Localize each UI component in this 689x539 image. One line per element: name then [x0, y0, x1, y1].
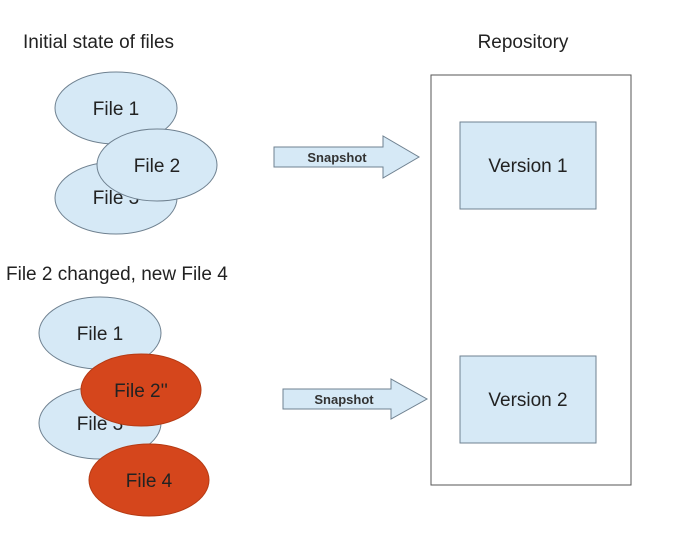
bottom-file-2-changed: File 2''	[80, 353, 202, 427]
bottom-snapshot-arrow-shape	[282, 378, 429, 420]
bottom-file-4-label: File 4	[126, 471, 173, 492]
version-1-label: Version 1	[488, 156, 567, 177]
top-file-1: File 1	[54, 71, 178, 145]
top-file-1-label: File 1	[93, 99, 139, 120]
bottom-snapshot-arrow: Snapshot	[282, 378, 429, 420]
version-2-box	[459, 355, 597, 444]
initial-state-title: Initial state of files	[23, 32, 174, 53]
version-1-box	[459, 121, 597, 210]
changed-state-title: File 2 changed, new File 4	[6, 264, 228, 285]
top-file-stack: File 1 File 3 File 2	[54, 71, 218, 235]
bottom-snapshot-label: Snapshot	[314, 392, 374, 407]
repository-version-1: Version 1	[459, 121, 597, 210]
bottom-file-stack: File 1 File 3 File 2'' File 4	[38, 296, 210, 517]
top-snapshot-arrow-shape	[273, 135, 420, 179]
bottom-file-4-shape	[88, 443, 210, 517]
bottom-file-2-changed-shape	[80, 353, 202, 427]
top-file-2-label: File 2	[134, 156, 180, 177]
repository-title: Repository	[478, 32, 569, 53]
repository-version-2: Version 2	[459, 355, 597, 444]
top-file-2-shape	[96, 128, 218, 202]
version-2-label: Version 2	[488, 390, 567, 411]
top-file-2: File 2	[96, 128, 218, 202]
bottom-file-4-new: File 4	[88, 443, 210, 517]
bottom-file-1-label: File 1	[77, 324, 123, 345]
top-snapshot-label: Snapshot	[307, 150, 367, 165]
bottom-file-2-changed-label: File 2''	[114, 381, 168, 402]
top-snapshot-arrow: Snapshot	[273, 135, 420, 179]
